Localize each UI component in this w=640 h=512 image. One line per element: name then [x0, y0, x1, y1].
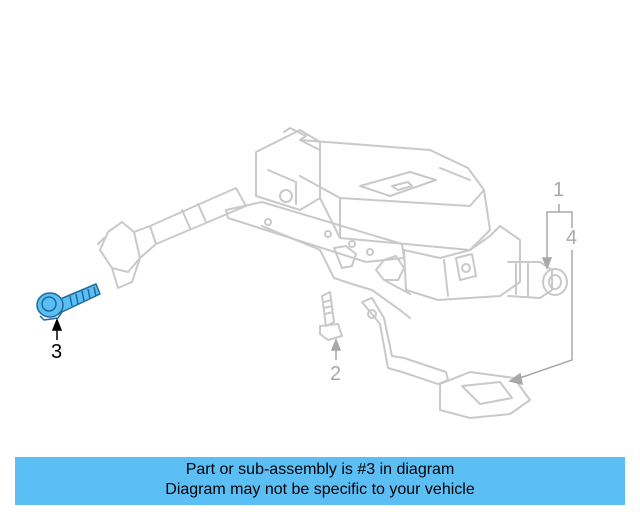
parts-diagram: [36, 127, 573, 419]
steering-column-assembly: [97, 127, 568, 419]
callout-4: 4: [566, 227, 578, 249]
bolt-part-2: [319, 291, 343, 341]
callout-3: 3: [51, 341, 63, 363]
callout-leaders: [330, 204, 573, 386]
leader-arrow-4: [508, 372, 523, 386]
callout-2: 2: [330, 363, 342, 385]
leader-arrow-1: [541, 257, 553, 271]
leader-arrow-2: [330, 337, 342, 351]
bolt-part-3-highlighted: [36, 283, 101, 321]
leader-arrow-3: [51, 317, 63, 331]
caption-line-1: Part or sub-assembly is #3 in diagram: [185, 461, 455, 478]
caption-banner: Part or sub-assembly is #3 in diagram Di…: [15, 457, 625, 505]
callout-1: 1: [553, 179, 565, 201]
leader-3: [51, 317, 63, 340]
caption-line-2: Diagram may not be specific to your vehi…: [165, 481, 475, 498]
